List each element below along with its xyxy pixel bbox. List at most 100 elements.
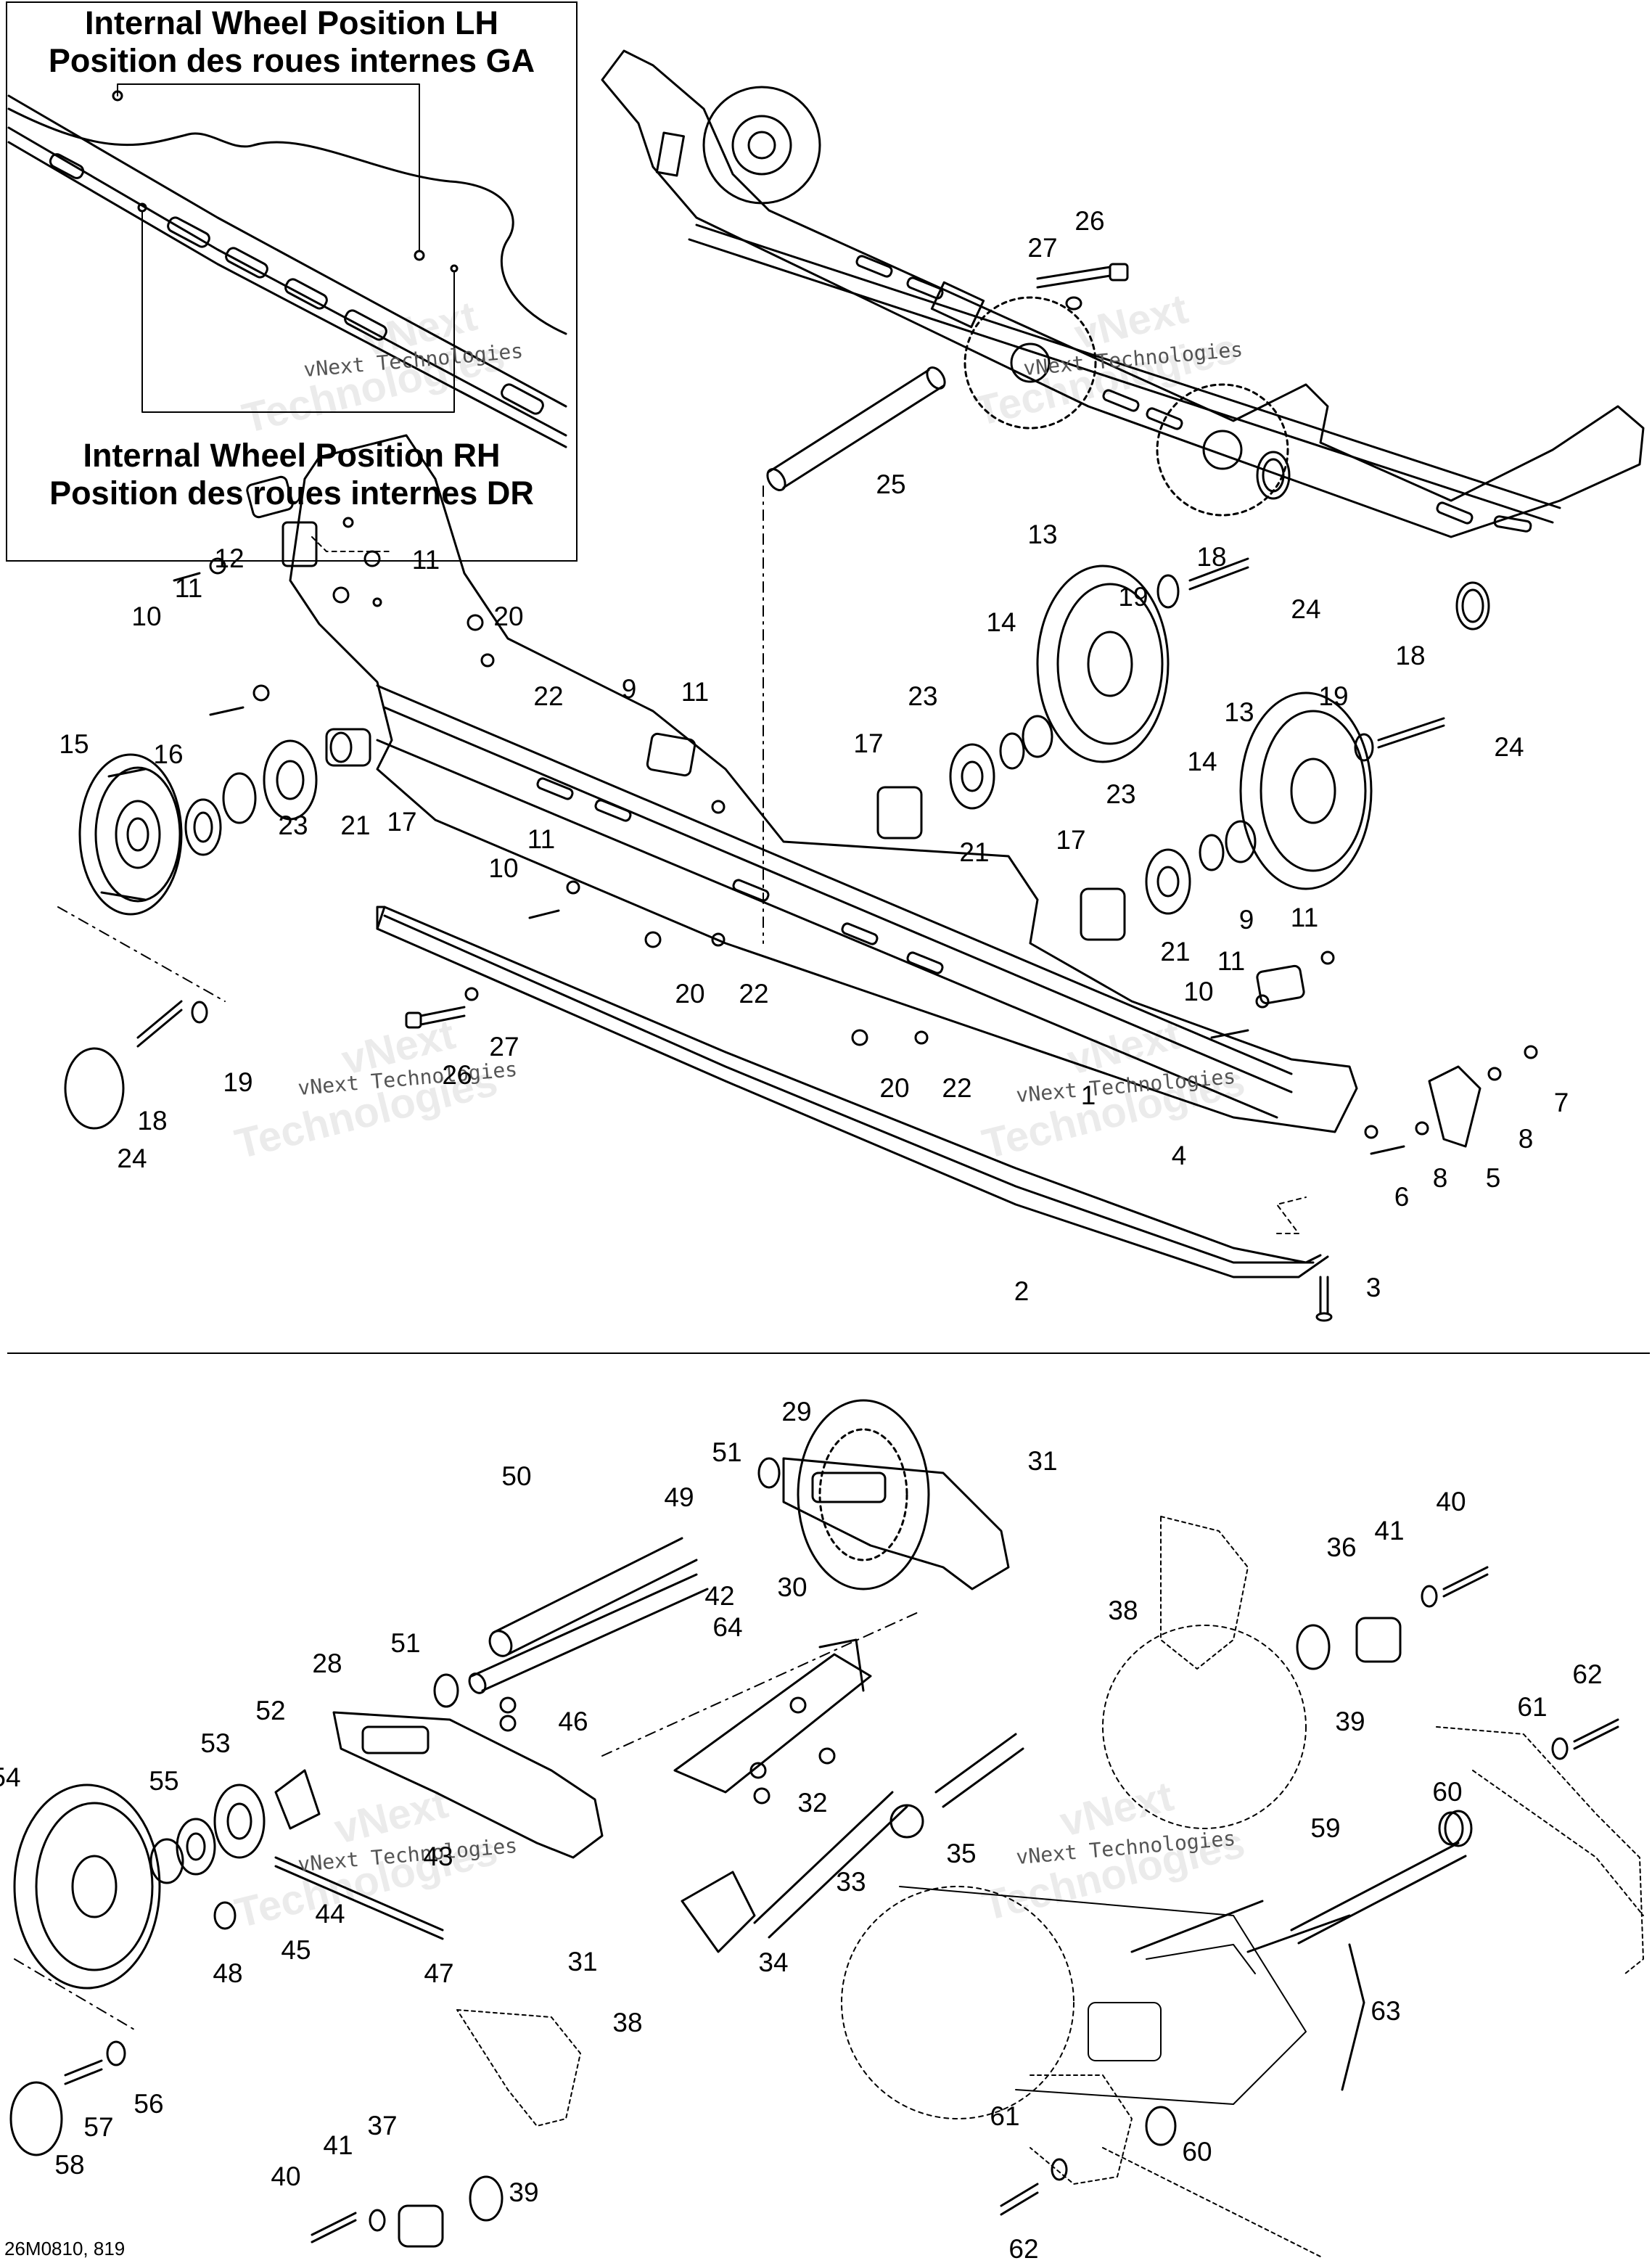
shaft-49-50	[433, 1457, 781, 1708]
wheel-13-a	[949, 451, 1291, 810]
part-number-label: 39	[1335, 1707, 1365, 1736]
part-number-label: 25	[876, 469, 906, 499]
part-number-label: 64	[712, 1612, 743, 1642]
part-number-label: 9	[1238, 905, 1254, 935]
part-number-label: 22	[533, 681, 564, 711]
part-number-label: 60	[1432, 1777, 1463, 1807]
part-number-label: 43	[423, 1842, 453, 1871]
part-number-label: 51	[390, 1628, 421, 1658]
wheel-15	[78, 753, 183, 916]
inset-title-rh-en: Internal Wheel Position RH	[83, 437, 501, 474]
inset-title-lh-en: Internal Wheel Position LH	[84, 4, 499, 41]
part-number-label: 11	[1217, 946, 1246, 976]
part-number-label: 19	[1318, 681, 1349, 711]
part-number-label: 54	[0, 1762, 21, 1792]
front-arm-29	[782, 1399, 1010, 1590]
part-number-label: 36	[1326, 1532, 1357, 1562]
part-number-label: 7	[1553, 1088, 1569, 1117]
part-number-label: 42	[704, 1581, 735, 1611]
part-number-label: 62	[1572, 1659, 1603, 1689]
slide-2	[376, 906, 1329, 1278]
part-number-label: 20	[879, 1073, 910, 1103]
part-number-label: 31	[1027, 1446, 1058, 1476]
part-number-label: 40	[1436, 1487, 1466, 1516]
part-number-label: 32	[797, 1788, 828, 1818]
part-number-label: 48	[213, 1958, 243, 1988]
drawing-reference: 26M0810, 819	[4, 2238, 126, 2259]
part-number-label: 9	[621, 674, 637, 704]
slide-rail-left	[246, 434, 1358, 1133]
part-number-label: 51	[712, 1437, 742, 1467]
part-number-label: 39	[509, 2177, 539, 2207]
part-number-label: 23	[1106, 779, 1136, 809]
shafts-33-59	[681, 1733, 1473, 1953]
part-number-label: 49	[664, 1482, 694, 1512]
part-number-label: 6	[1394, 1182, 1410, 1212]
part-number-label: 20	[493, 602, 524, 631]
part-number-label: 11	[527, 824, 556, 854]
part-number-label: 61	[990, 2101, 1020, 2131]
part-number-label: 45	[281, 1935, 311, 1965]
part-number-label: 21	[340, 810, 371, 840]
part-number-label: 15	[59, 729, 89, 759]
upper-rail-assembly	[601, 49, 1645, 538]
bearing-16-left	[184, 728, 371, 856]
part-number-label: 38	[612, 2008, 643, 2037]
part-number-label: 17	[853, 728, 884, 758]
part-number-label: 1	[1080, 1080, 1096, 1110]
part-number-label: 10	[1183, 977, 1214, 1006]
part-number-label: 11	[411, 545, 440, 575]
pivot-30	[499, 1610, 922, 1805]
part-number-label: 59	[1310, 1813, 1341, 1843]
part-number-label: 21	[1160, 937, 1191, 966]
part-number-label: 35	[946, 1839, 977, 1868]
part-number-label: 57	[83, 2112, 114, 2142]
part-number-label: 2	[1014, 1276, 1030, 1306]
part-number-label: 62	[1008, 2234, 1039, 2264]
part-number-label: 14	[1187, 747, 1217, 776]
dashed-frame-right	[456, 1516, 1644, 2257]
part-number-label: 34	[758, 1947, 789, 1977]
part-number-label: 46	[558, 1707, 588, 1736]
part-number-label: 24	[117, 1144, 147, 1173]
part-number-label: 24	[1494, 732, 1524, 762]
part-number-label: 28	[312, 1649, 342, 1678]
part-number-label: 4	[1171, 1141, 1187, 1170]
part-number-label: 24	[1291, 594, 1321, 624]
part-number-label: 12	[214, 543, 244, 573]
part-number-label: 23	[908, 681, 938, 711]
part-number-label: 27	[489, 1032, 519, 1062]
part-number-label: 8	[1432, 1163, 1448, 1193]
part-number-label: 55	[149, 1766, 179, 1796]
part-number-label: 21	[959, 837, 990, 867]
sleeve-25	[763, 366, 946, 944]
part-number-label: 18	[1395, 641, 1426, 670]
part-number-label: 20	[675, 979, 705, 1009]
part-number-label: 13	[1027, 520, 1058, 549]
part-number-label: 41	[323, 2130, 353, 2160]
part-number-label: 8	[1518, 1124, 1534, 1154]
part-number-label: 37	[367, 2111, 398, 2140]
part-number-label: 33	[836, 1867, 866, 1897]
part-number-label: 17	[387, 807, 417, 837]
part-number-label: 60	[1182, 2137, 1212, 2167]
part-number-label: 23	[278, 810, 308, 840]
section-divider	[7, 1352, 1650, 1354]
part-number-label: 47	[424, 1958, 454, 1988]
bolt-26-top	[1036, 263, 1129, 311]
part-number-label: 3	[1365, 1273, 1381, 1302]
part-number-label: 19	[1118, 582, 1148, 612]
part-number-label: 10	[488, 853, 519, 883]
wheel-13-b	[1145, 581, 1490, 915]
part-number-label: 17	[1056, 825, 1086, 855]
part-number-label: 27	[1027, 233, 1058, 263]
bolt-3	[1276, 1196, 1333, 1322]
part-number-label: 44	[315, 1899, 345, 1929]
part-number-label: 40	[271, 2162, 301, 2191]
part-number-label: 22	[942, 1073, 972, 1103]
part-number-label: 61	[1517, 1692, 1548, 1722]
part-number-label: 56	[133, 2089, 164, 2119]
part-number-label: 13	[1224, 697, 1254, 727]
